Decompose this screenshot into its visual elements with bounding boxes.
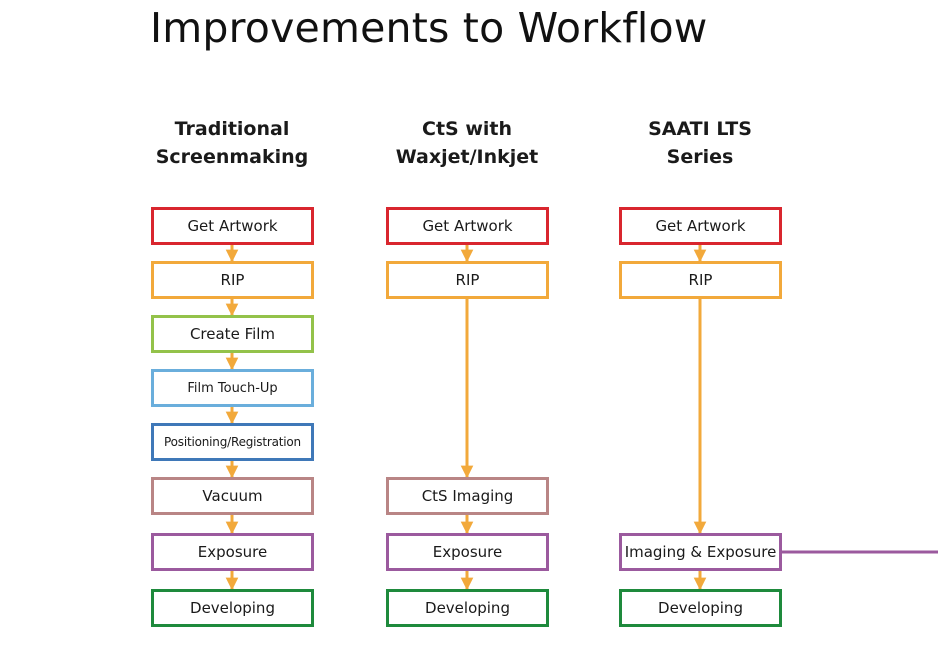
step-label: Developing bbox=[190, 599, 275, 617]
page-title: Improvements to Workflow bbox=[150, 4, 708, 52]
step-label: Create Film bbox=[189, 325, 276, 343]
step-label: Exposure bbox=[197, 543, 268, 561]
step-get-artwork: Get Artwork bbox=[151, 207, 314, 245]
step-label: Developing bbox=[658, 599, 743, 617]
column-heading-line: Traditional bbox=[174, 118, 290, 140]
step-label: RIP bbox=[688, 271, 713, 289]
step-exposure: Exposure bbox=[151, 533, 314, 571]
column-heading-traditional: Traditional Screenmaking bbox=[122, 115, 342, 171]
step-label: CtS Imaging bbox=[421, 487, 514, 505]
step-rip: RIP bbox=[386, 261, 549, 299]
step-cts-imaging: CtS Imaging bbox=[386, 477, 549, 515]
step-exposure: Exposure bbox=[386, 533, 549, 571]
step-label: RIP bbox=[220, 271, 245, 289]
step-developing: Developing bbox=[619, 589, 782, 627]
step-label: Positioning/Registration bbox=[164, 435, 301, 449]
step-create-film: Create Film bbox=[151, 315, 314, 353]
column-heading-line: Series bbox=[666, 146, 734, 168]
step-get-artwork: Get Artwork bbox=[619, 207, 782, 245]
step-label: RIP bbox=[455, 271, 480, 289]
column-heading-line: CtS with bbox=[422, 118, 512, 140]
step-positioning-registration: Positioning/Registration bbox=[151, 423, 314, 461]
step-label: Get Artwork bbox=[655, 217, 746, 235]
column-heading-cts: CtS with Waxjet/Inkjet bbox=[357, 115, 577, 171]
step-imaging-exposure: Imaging & Exposure bbox=[619, 533, 782, 571]
column-heading-saati: SAATI LTS Series bbox=[590, 115, 810, 171]
step-label: Film Touch-Up bbox=[187, 380, 278, 396]
step-developing: Developing bbox=[151, 589, 314, 627]
column-heading-line: SAATI LTS bbox=[648, 118, 752, 140]
step-get-artwork: Get Artwork bbox=[386, 207, 549, 245]
step-film-touch-up: Film Touch-Up bbox=[151, 369, 314, 407]
column-heading-line: Screenmaking bbox=[155, 146, 309, 168]
step-vacuum: Vacuum bbox=[151, 477, 314, 515]
step-label: Imaging & Exposure bbox=[624, 543, 777, 561]
column-heading-line: Waxjet/Inkjet bbox=[395, 146, 539, 168]
step-label: Get Artwork bbox=[187, 217, 278, 235]
step-label: Get Artwork bbox=[422, 217, 513, 235]
step-label: Vacuum bbox=[202, 487, 263, 505]
step-rip: RIP bbox=[151, 261, 314, 299]
step-label: Exposure bbox=[432, 543, 503, 561]
step-developing: Developing bbox=[386, 589, 549, 627]
step-label: Developing bbox=[425, 599, 510, 617]
step-rip: RIP bbox=[619, 261, 782, 299]
